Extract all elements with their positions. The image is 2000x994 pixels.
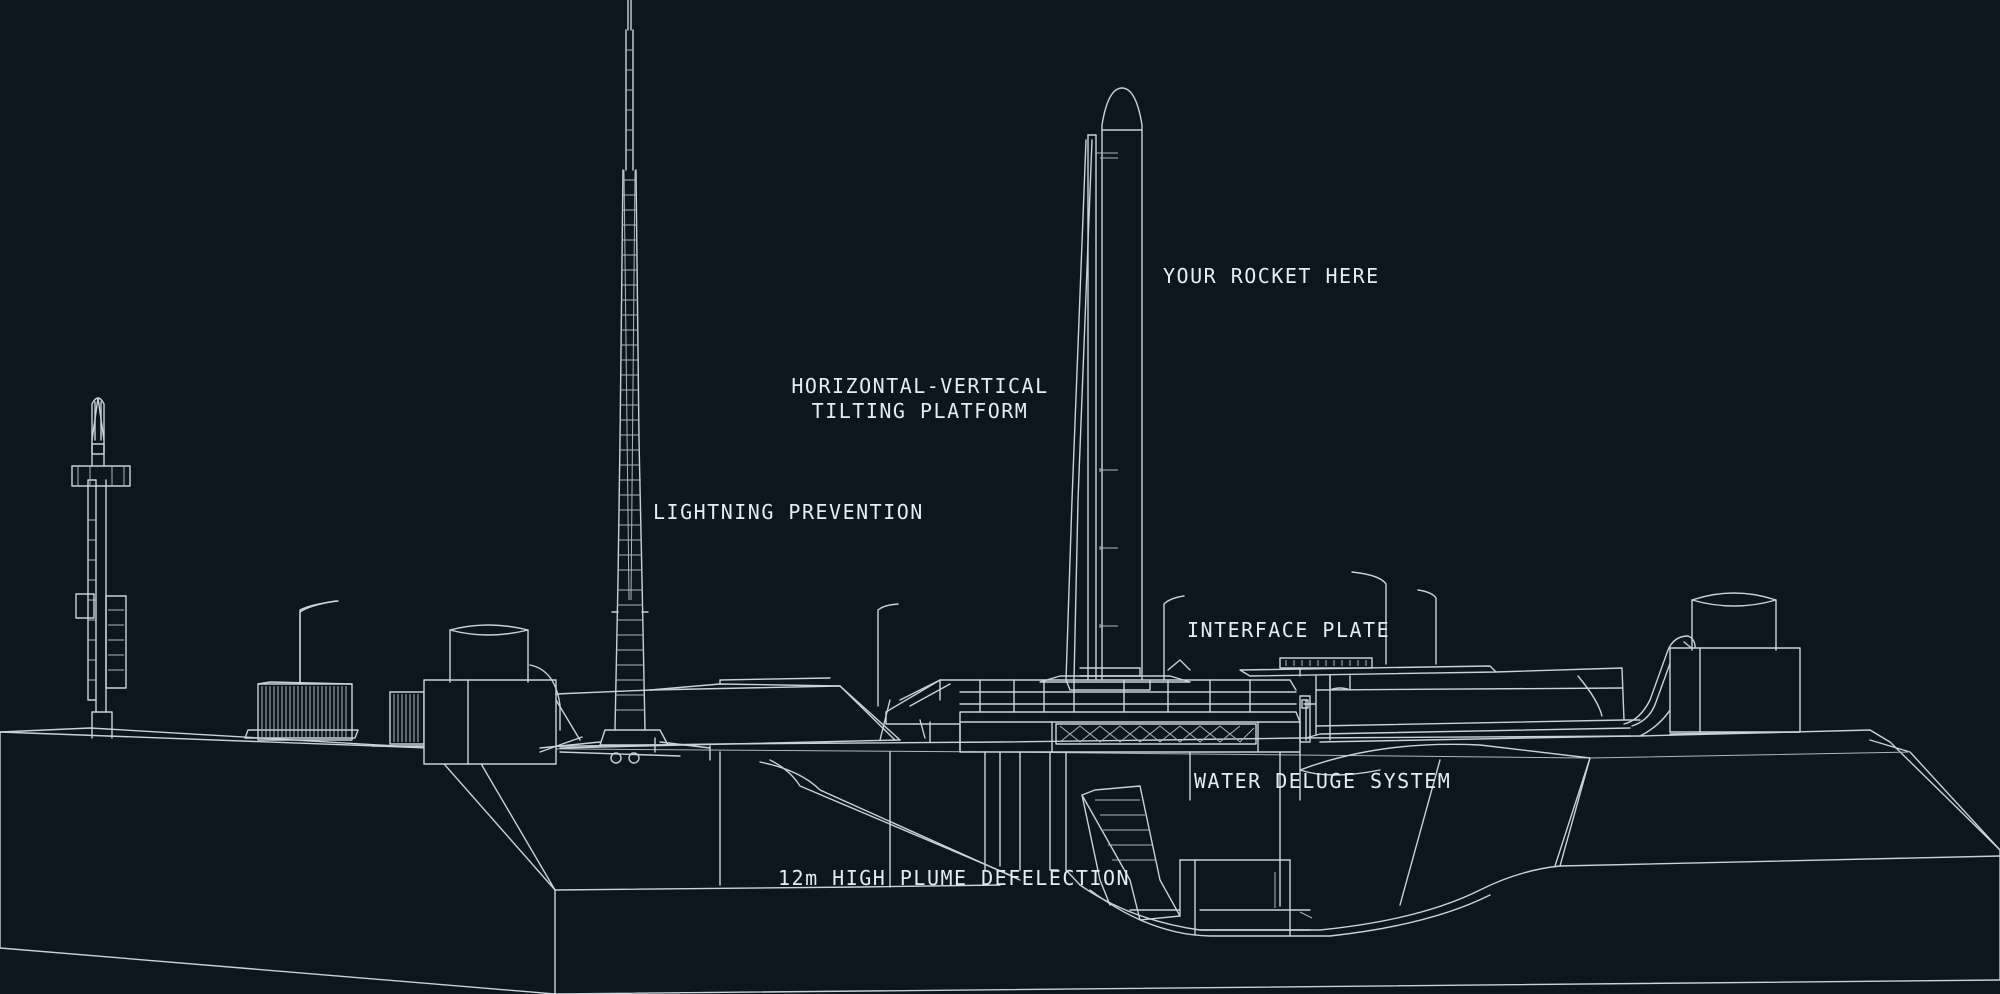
label-tilting-platform: HORIZONTAL-VERTICAL TILTING PLATFORM [790,374,1050,424]
label-interface-plate: INTERFACE PLATE [1187,618,1391,642]
label-tilting-platform-line2: TILTING PLATFORM [811,399,1029,423]
interface-plate-building [1239,657,1641,743]
street-lights [299,571,1437,707]
tilting-platform [885,659,1311,753]
plume-deflection [999,751,1301,886]
right-tank-building [1623,592,1801,737]
label-plume-deflection: 12m HIGH PLUME DEFELECTION [778,866,1131,890]
ground-base [0,727,2000,994]
lightning-mast [539,0,711,764]
left-tank-building [423,624,581,765]
comms-tower [71,397,131,739]
rocket [1065,87,1151,691]
central-building [555,677,901,761]
label-lightning-prevention: LIGHTNING PREVENTION [653,500,924,524]
storage-containers [244,600,431,747]
label-rocket: YOUR ROCKET HERE [1163,264,1380,288]
label-water-deluge: WATER DELUGE SYSTEM [1194,769,1452,793]
label-tilting-platform-line1: HORIZONTAL-VERTICAL [791,374,1049,398]
